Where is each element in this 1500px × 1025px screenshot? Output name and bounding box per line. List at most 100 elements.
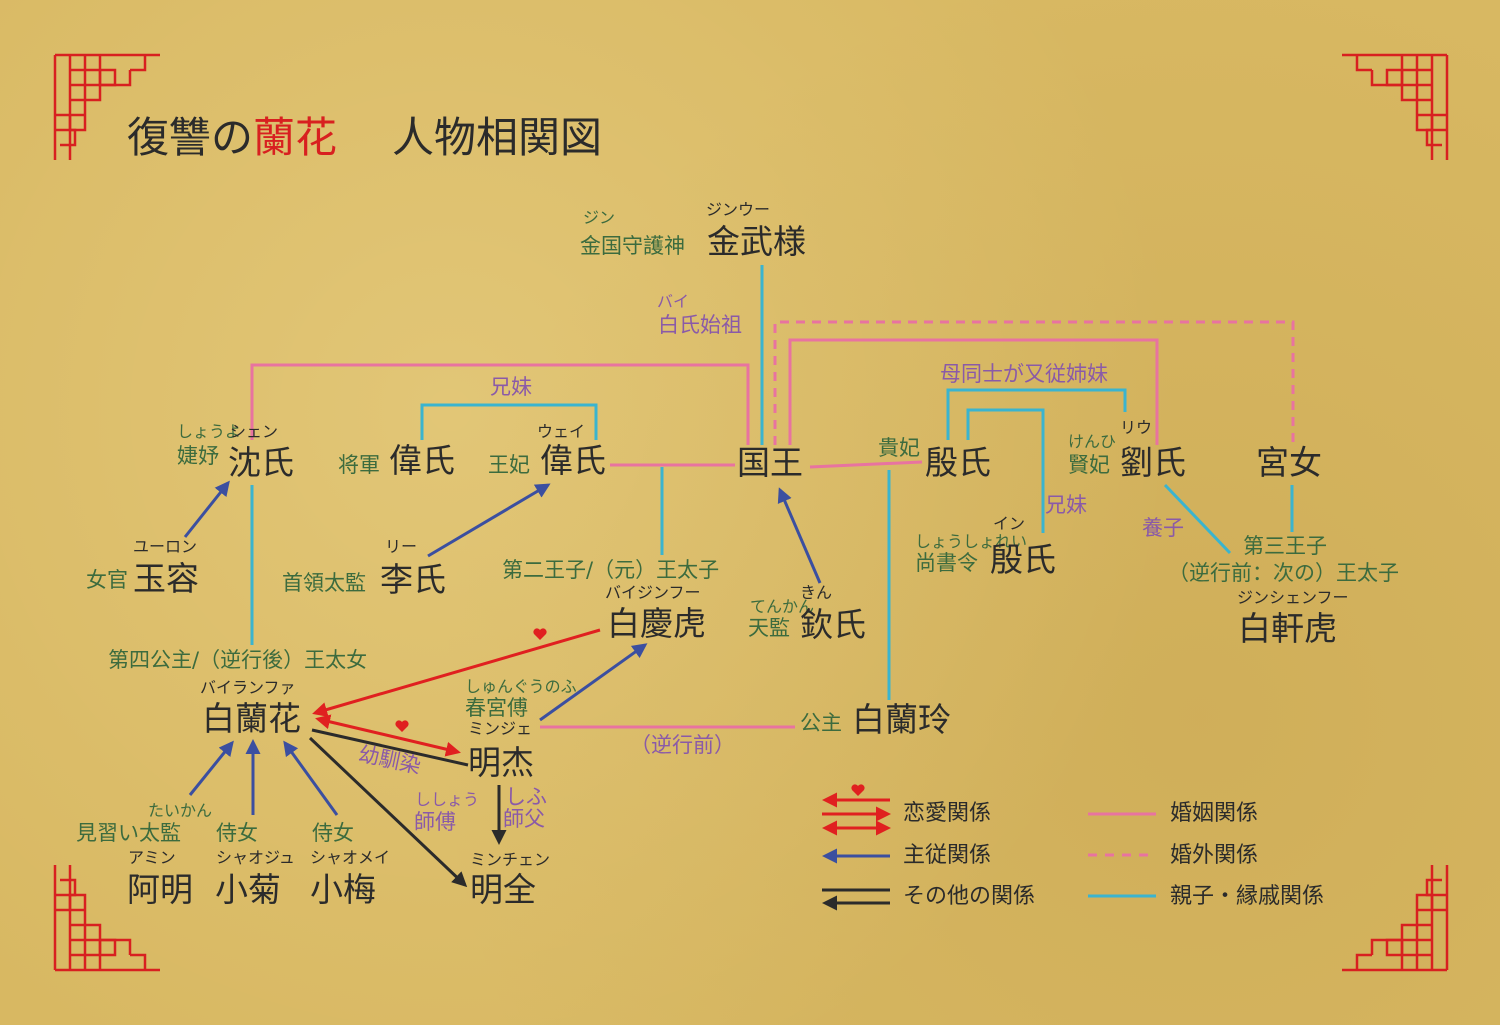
title-accent: 蘭花 [253,113,338,162]
character-name: 宮女 [1256,443,1322,482]
character-name: 白蘭花 [202,699,301,738]
other-arrow-mingquan [308,736,468,888]
ruby: ジン [583,208,616,227]
ruby: シェン [230,422,279,441]
relation-label: （逆行前） [630,733,735,757]
relation-label: 白氏始祖 [658,313,742,337]
role-label: 首領太監 [282,571,366,595]
relation-label: 兄妹 [490,375,532,399]
character-name: 殷氏 [990,540,1056,579]
role-label: 見習い太監 [76,821,181,845]
ruby: バイジンフー [605,583,701,602]
kinship-line-wei-siblings [420,403,598,440]
servant-arrow-gyokuyou [183,480,230,538]
relation-label: 養子 [1142,516,1184,540]
relation-label: 兄妹 [1045,493,1087,517]
marriage-line-king-liu [788,338,1159,445]
character-name: 金武様 [707,222,806,261]
role-label: 婕妤 [177,444,219,468]
love-arrow-mutual [315,714,461,757]
role-label: 第二王子/（元）王太子 [502,558,720,582]
title-suffix: 人物相関図 [392,113,603,162]
character-name: 小菊 [215,870,281,909]
ruby: ジンシェンフー [1237,588,1349,607]
character-name: 沈氏 [228,443,294,482]
role-label: 第四公主/（逆行後）王太女 [108,648,368,672]
heart-icon [533,628,547,640]
relation-label: 師父 [503,807,545,831]
character-name: 白蘭玲 [852,700,951,739]
ruby: ミンチェン [470,850,551,869]
title-prefix: 復讐の [127,113,254,162]
ruby: けんひ [1068,432,1117,451]
character-name: 劉氏 [1120,443,1186,482]
ruby: ジンウー [706,200,771,219]
role-label: 天監 [748,616,790,640]
role-label: 侍女 [216,821,258,845]
corner-ornament-top-right [1340,53,1449,162]
other-line-childhood-friend [311,728,469,767]
servant-arrow-li [427,483,551,558]
ruby: ししょう [415,790,480,809]
role-label: 女官 [86,568,128,592]
ruby: しょうよ [177,422,242,441]
role-label: 公主 [800,711,842,735]
ruby: アミン [128,848,176,867]
servant-arrow-amin [188,740,234,796]
ruby: しょうしょれい [915,532,1028,551]
love-arrow-second-prince [312,628,601,717]
character-name: 明杰 [468,743,534,782]
legend-kinship: 親子・縁戚関係 [1170,884,1325,909]
ruby: バイランファ [200,678,296,697]
character-name: 小梅 [310,870,376,909]
role-label: 貴妃 [878,436,920,460]
kinship-line-mothers-cousins [946,388,1127,440]
ruby: きん [800,583,833,602]
ruby: リウ [1120,418,1153,437]
legend-marriage: 婚姻関係 [1170,801,1259,826]
servant-arrow-xiaomei [283,740,339,816]
character-name: 欽氏 [800,605,866,644]
legend-love: 恋愛関係 [903,801,992,826]
ruby: たいかん [148,801,213,820]
role-label: 賢妃 [1068,453,1110,477]
corner-ornament-bottom-right [1340,863,1449,972]
ruby: シャオメイ [310,848,391,867]
role-label: 侍女 [312,821,354,845]
legend-other: その他の関係 [903,884,1036,909]
character-name: 玉容 [133,559,199,598]
character-name: 阿明 [127,870,193,909]
role-label: 王妃 [488,453,530,477]
character-name: 殷氏 [925,443,991,482]
relation-label: しふ [505,785,547,809]
kinship-line-yin-siblings [966,408,1045,533]
legend-servant: 主従関係 [903,843,992,868]
role-label: 第三王子 [1243,534,1327,558]
ruby: イン [993,514,1026,533]
marriage-line-king-yin [809,460,923,469]
ruby: しゅんぐうのふ [465,677,577,696]
ruby: ウェイ [537,422,586,441]
ruby: リー [385,537,418,556]
servant-arrow-mingjie [539,643,648,722]
ruby: ミンジェ [468,719,533,738]
character-name: 白軒虎 [1238,609,1337,648]
marriage-line-king-shin [250,363,750,445]
ruby: バイ [657,292,690,311]
legend-extramarital: 婚外関係 [1170,843,1259,868]
role-label: 春宮傅 [465,696,528,720]
character-name: 偉氏 [540,441,606,480]
role-label: 尚書令 [915,551,978,575]
character-name: 明全 [470,870,536,909]
relation-label: 師傅 [414,810,456,834]
character-name: 白慶虎 [607,604,706,643]
page-title: 復讐の蘭花人物相関図 [127,117,602,159]
ruby: てんかん [750,597,815,616]
role-label: 金国守護神 [580,234,685,258]
ruby: ユーロン [133,537,198,556]
servant-arrow-kin [777,487,822,584]
relation-label: 母同士が又従姉妹 [940,362,1108,386]
character-name: 偉氏 [389,441,455,480]
role-label: （逆行前：次の）王太子 [1168,561,1399,585]
